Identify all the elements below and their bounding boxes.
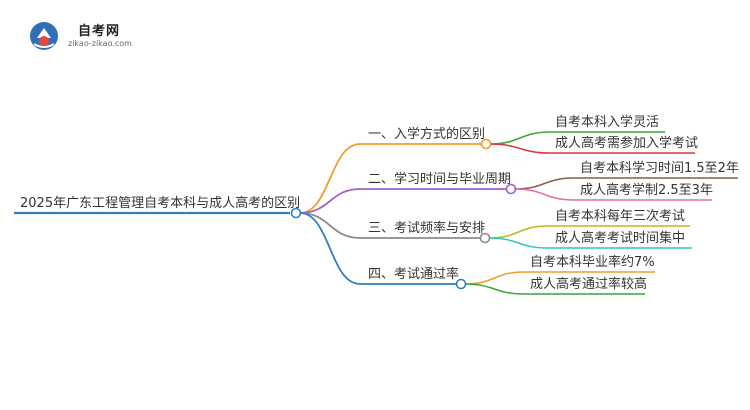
leaf-topic-2-2: 成人高考学制2.5至3年 xyxy=(580,183,713,198)
leaf-topic-3-1: 自考本科每年三次考试 xyxy=(555,209,686,224)
leaf-topic-2-1: 自考本科学习时间1.5至2年 xyxy=(580,161,739,176)
root-topic: 2025年广东工程管理自考本科与成人高考的区别 xyxy=(20,196,301,211)
branch-collapse-node-3[interactable] xyxy=(479,232,491,244)
leaf-connector-1-2 xyxy=(489,143,695,154)
logo-title: 自考网 xyxy=(78,24,121,39)
site-logo[interactable]: 自考网 zikao-zikao.com xyxy=(28,18,168,54)
logo-subtitle: zikao-zikao.com xyxy=(68,39,132,48)
leaf-connector-2-1 xyxy=(514,177,738,190)
leaf-topic-1-1: 自考本科入学灵活 xyxy=(555,115,660,130)
root-collapse-node[interactable] xyxy=(290,207,302,219)
leaf-connector-3-2 xyxy=(488,237,692,249)
leaf-topic-3-2: 成人高考考试时间集中 xyxy=(555,231,686,246)
leaf-topic-4-1: 自考本科毕业率约7% xyxy=(530,255,655,270)
branch-connector-1 xyxy=(299,143,484,214)
branch-connector-3 xyxy=(299,212,482,239)
leaf-connector-4-2 xyxy=(464,283,645,295)
logo-mark-icon xyxy=(30,22,58,50)
branch-topic-4: 四、考试通过率 xyxy=(368,267,460,282)
branch-topic-3: 三、考试频率与安排 xyxy=(368,221,486,236)
branch-collapse-node-2[interactable] xyxy=(505,183,517,195)
leaf-connector-4-1 xyxy=(464,271,655,285)
branch-connector-2 xyxy=(299,188,508,214)
leaf-connector-1-1 xyxy=(489,131,665,145)
branch-collapse-node-1[interactable] xyxy=(480,138,492,150)
leaf-topic-4-2: 成人高考通过率较高 xyxy=(530,277,648,292)
leaf-topic-1-2: 成人高考需参加入学考试 xyxy=(555,136,699,151)
branch-topic-2: 二、学习时间与毕业周期 xyxy=(368,172,512,187)
branch-collapse-node-4[interactable] xyxy=(455,278,467,290)
leaf-connector-2-2 xyxy=(514,188,712,201)
branch-connector-4 xyxy=(299,212,458,285)
leaf-connector-3-1 xyxy=(488,225,690,239)
branch-topic-1: 一、入学方式的区别 xyxy=(368,127,486,142)
